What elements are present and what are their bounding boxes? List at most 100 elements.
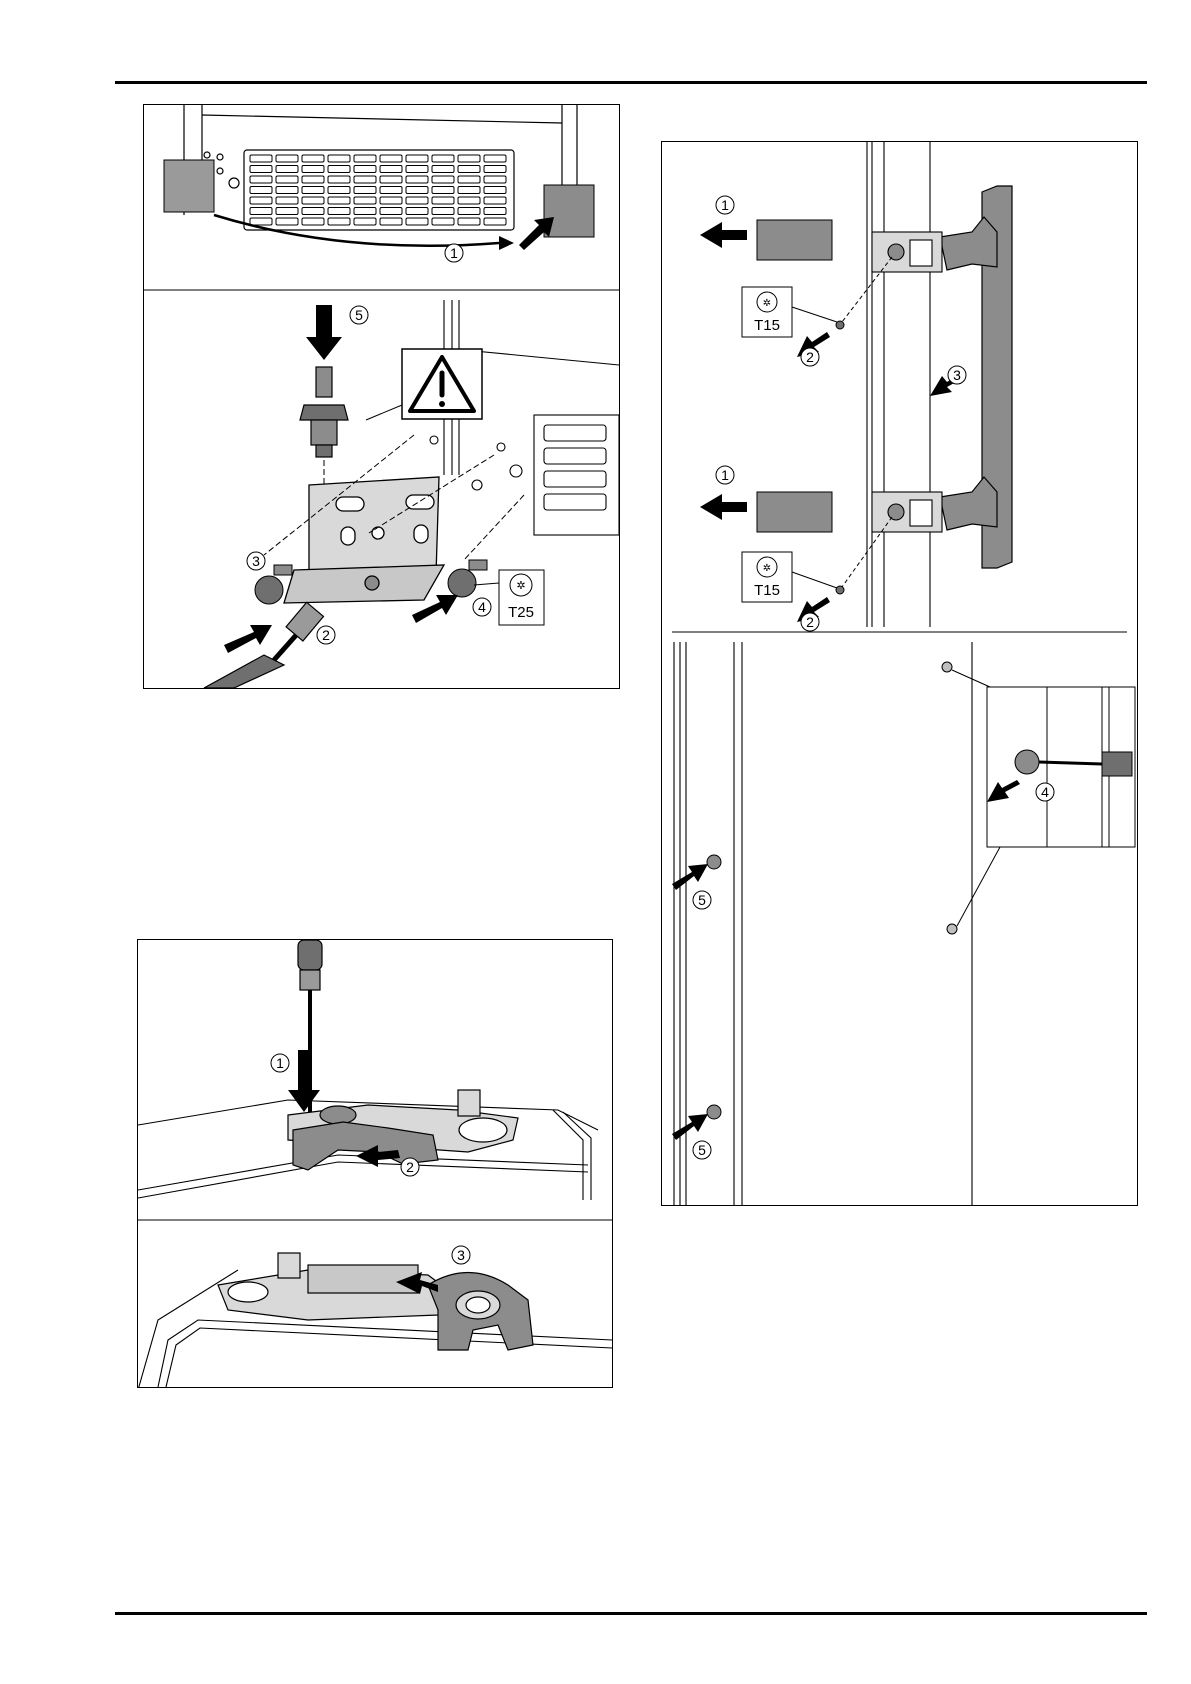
grille-slot [406,187,428,194]
grille-slot [328,166,350,173]
door-side-illustration [674,642,972,1205]
grille-slot [458,218,480,225]
svg-text:✲: ✲ [763,298,771,309]
grille-slot [250,197,272,204]
grille-slot [328,218,350,225]
grille-slot [302,218,324,225]
grille-slot [354,197,376,204]
tool-label-t15-bottom: T15 [754,582,780,599]
grille-slot [406,208,428,215]
grille-slot [380,155,402,162]
callout-5-top: 5 [693,891,711,909]
callout-4: 4 [473,598,491,616]
grille-slot [406,218,428,225]
plinth-cover-right [544,185,594,237]
grille-slot [432,166,454,173]
warning-sign [402,349,482,419]
grille-slot [276,218,298,225]
grille-slot [250,176,272,183]
grille-slot [484,208,506,215]
grille-slot [302,187,324,194]
cover-cap-top [757,220,832,260]
grille-slot [354,218,376,225]
figure-plinth-hinge: ✲ T25 1 5 3 2 4 [143,104,620,689]
grille-slot [302,197,324,204]
grille-slot [276,187,298,194]
grille-slot [276,197,298,204]
grille-slot [302,176,324,183]
grille-slot [458,166,480,173]
grille-slot [354,155,376,162]
grille-slot [276,155,298,162]
callout-2-bottom: 2 [801,613,819,631]
callout-1: 1 [445,244,463,262]
grille-slot [302,208,324,215]
hinge-plate-top [288,1090,518,1170]
grille-slot [484,166,506,173]
grille-slot [328,187,350,194]
callout-2: 2 [401,1158,419,1176]
arc-arrowhead [499,236,514,250]
grille-slot [406,197,428,204]
svg-text:5: 5 [698,892,706,908]
grille-slot [354,208,376,215]
grille-slot [250,155,272,162]
svg-text:4: 4 [478,599,486,615]
grille-slot [458,176,480,183]
hinge-part-detached [428,1273,533,1351]
svg-text:2: 2 [806,349,814,365]
grille-slot [250,187,272,194]
callout-3: 3 [247,552,265,570]
push-arrow-3 [224,625,272,653]
press-arrow-down [306,305,342,360]
pull-arrow-1-bottom [700,494,747,520]
pull-arrow-1-top [700,222,747,248]
callout-3: 3 [948,366,966,384]
hinge-pin [300,367,348,457]
svg-text:1: 1 [721,197,729,213]
svg-text:2: 2 [406,1159,414,1175]
figure-door-handle: ✲ T15 ✲ T15 [661,141,1138,1206]
svg-text:3: 3 [252,553,260,569]
grille-slot [484,155,506,162]
header-rule [115,81,1147,84]
callout-5-bottom: 5 [693,1141,711,1159]
cap-plug-top [707,855,721,869]
callout-1-bottom: 1 [716,466,734,484]
screw-hole-top [942,662,952,672]
grille-slot [458,155,480,162]
handle-mount-top [872,232,942,272]
grille-slot [432,155,454,162]
torx-t15-box-bottom: ✲ T15 [742,552,837,602]
grille-slot [432,208,454,215]
svg-text:5: 5 [698,1142,706,1158]
grille-slot [328,208,350,215]
screw-right [448,560,487,597]
svg-text:4: 4 [1041,784,1049,800]
grille-slot [458,197,480,204]
grille-slot [354,166,376,173]
grille-slot [458,208,480,215]
grille-slot [406,166,428,173]
grille-slot [276,166,298,173]
screw-hole-bottom [947,924,957,934]
svg-text:✲: ✲ [763,563,771,574]
grille-slot [328,176,350,183]
callout-4: 4 [1036,783,1054,801]
press-arrow-1 [288,1050,320,1112]
svg-text:1: 1 [721,467,729,483]
callout-1-top: 1 [716,196,734,214]
callout-3: 3 [452,1246,470,1264]
ventilation-grille [250,155,506,225]
tool-label-t15-top: T15 [754,317,780,334]
tool-label-t25: T25 [508,604,534,621]
detail-inset [987,687,1135,847]
plinth-cover-left [164,160,214,212]
grille-slot [432,197,454,204]
grille-slot [250,166,272,173]
callout-1: 1 [271,1054,289,1072]
grille-slot [380,197,402,204]
figure-door-handle-drawing: ✲ T15 ✲ T15 [662,142,1137,1205]
grille-slot [276,208,298,215]
hinge-bracket [284,477,444,603]
